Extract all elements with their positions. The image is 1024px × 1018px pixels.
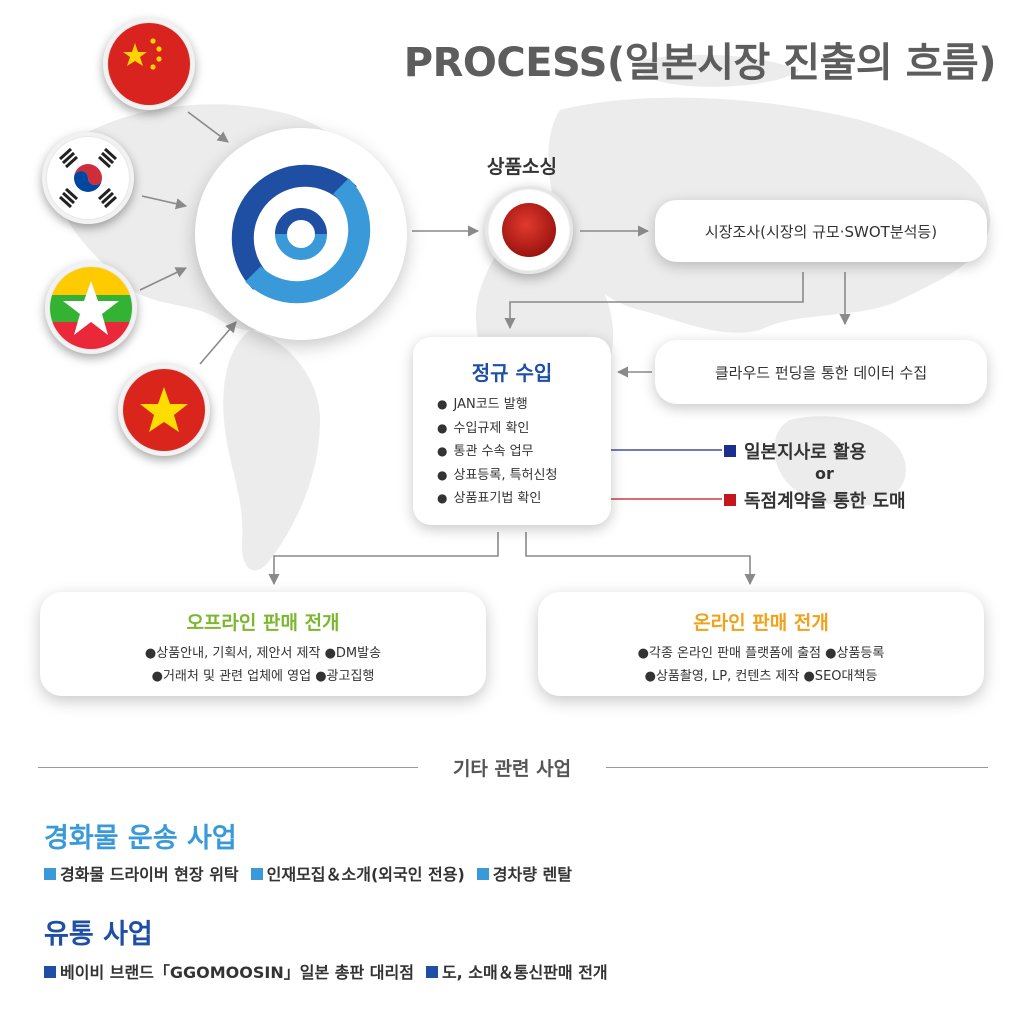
- online-sales-card: 온라인 판매 전개 ●각종 온라인 판매 플랫폼에 출점 ●상품등록 ●상품촬영…: [538, 592, 984, 696]
- list-item: ●상표등록, 특허신청: [437, 467, 558, 483]
- exclusive-option: 독점계약을 통한 도매: [724, 487, 906, 513]
- list-item: ●상품표기법 확인: [437, 491, 542, 506]
- exclusive-square-icon: [724, 494, 736, 506]
- other-business-label: 기타 관련 사업: [0, 754, 1024, 781]
- offline-sales-line: ●상품안내, 기획서, 제안서 제작 ●DM발송: [144, 646, 382, 661]
- myanmar-flag: [45, 262, 137, 354]
- vietnam-flag-icon: [123, 369, 205, 451]
- china-flag: [103, 18, 195, 110]
- regular-import-list: ●JAN코드 발행 ●수입규제 확인 ●통관 수속 업무 ●상표등록, 특허신청…: [437, 393, 557, 511]
- square-icon: [44, 966, 56, 978]
- japan-branch-option: 일본지사로 활용: [724, 438, 866, 464]
- list-item: ●수입규제 확인: [437, 420, 530, 436]
- offline-sales-line: ●거래처 및 관련 업체에 영업 ●광고집행: [151, 669, 375, 684]
- divider-right: [606, 767, 988, 768]
- cloud-funding-box: 클라우드 펀딩을 통한 데이터 수집: [655, 340, 987, 404]
- vietnam-flag: [118, 364, 210, 456]
- myanmar-flag-icon: [50, 267, 132, 349]
- online-sales-line: ●각종 온라인 판매 플랫폼에 출점 ●상품등록: [637, 646, 885, 661]
- page-title: PROCESS(일본시장 진출의 흐름): [403, 40, 997, 86]
- japan-branch-square-icon: [724, 445, 736, 457]
- china-flag-icon: [108, 23, 190, 105]
- offline-sales-title: 오프라인 판매 전개: [186, 612, 340, 634]
- square-icon: [44, 868, 56, 880]
- sourcing-label: 상품소싱: [487, 156, 557, 178]
- online-sales-line: ●상품촬영, LP, 컨텐츠 제작 ●SEO대책등: [644, 669, 878, 684]
- company-logo-icon: [231, 164, 371, 304]
- offline-sales-card: 오프라인 판매 전개 ●상품안내, 기획서, 제안서 제작 ●DM발송 ●거래처…: [40, 592, 486, 696]
- list-item: ●통관 수속 업무: [437, 444, 534, 459]
- or-label: or: [815, 464, 834, 483]
- light-vehicle-title: 경화물 운송 사업: [44, 823, 237, 854]
- online-sales-title: 온라인 판매 전개: [693, 612, 829, 634]
- korea-flag-icon: [47, 137, 129, 219]
- market-research-box: 시장조사(시장의 규모·SWOT분석등): [655, 200, 987, 262]
- japan-flag-icon: [489, 190, 569, 270]
- company-logo: [195, 128, 407, 340]
- japan-flag: [485, 186, 573, 274]
- distribution-title: 유통 사업: [44, 919, 153, 950]
- regular-import-title: 정규 수입: [471, 361, 553, 385]
- square-icon: [250, 868, 263, 880]
- regular-import-box: 정규 수입 ●JAN코드 발행 ●수입규제 확인 ●통관 수속 업무 ●상표등록…: [413, 337, 611, 525]
- divider-left: [38, 767, 418, 768]
- square-icon: [425, 966, 438, 978]
- list-item: ●JAN코드 발행: [437, 397, 528, 412]
- square-icon: [476, 868, 489, 880]
- korea-flag: [42, 132, 134, 224]
